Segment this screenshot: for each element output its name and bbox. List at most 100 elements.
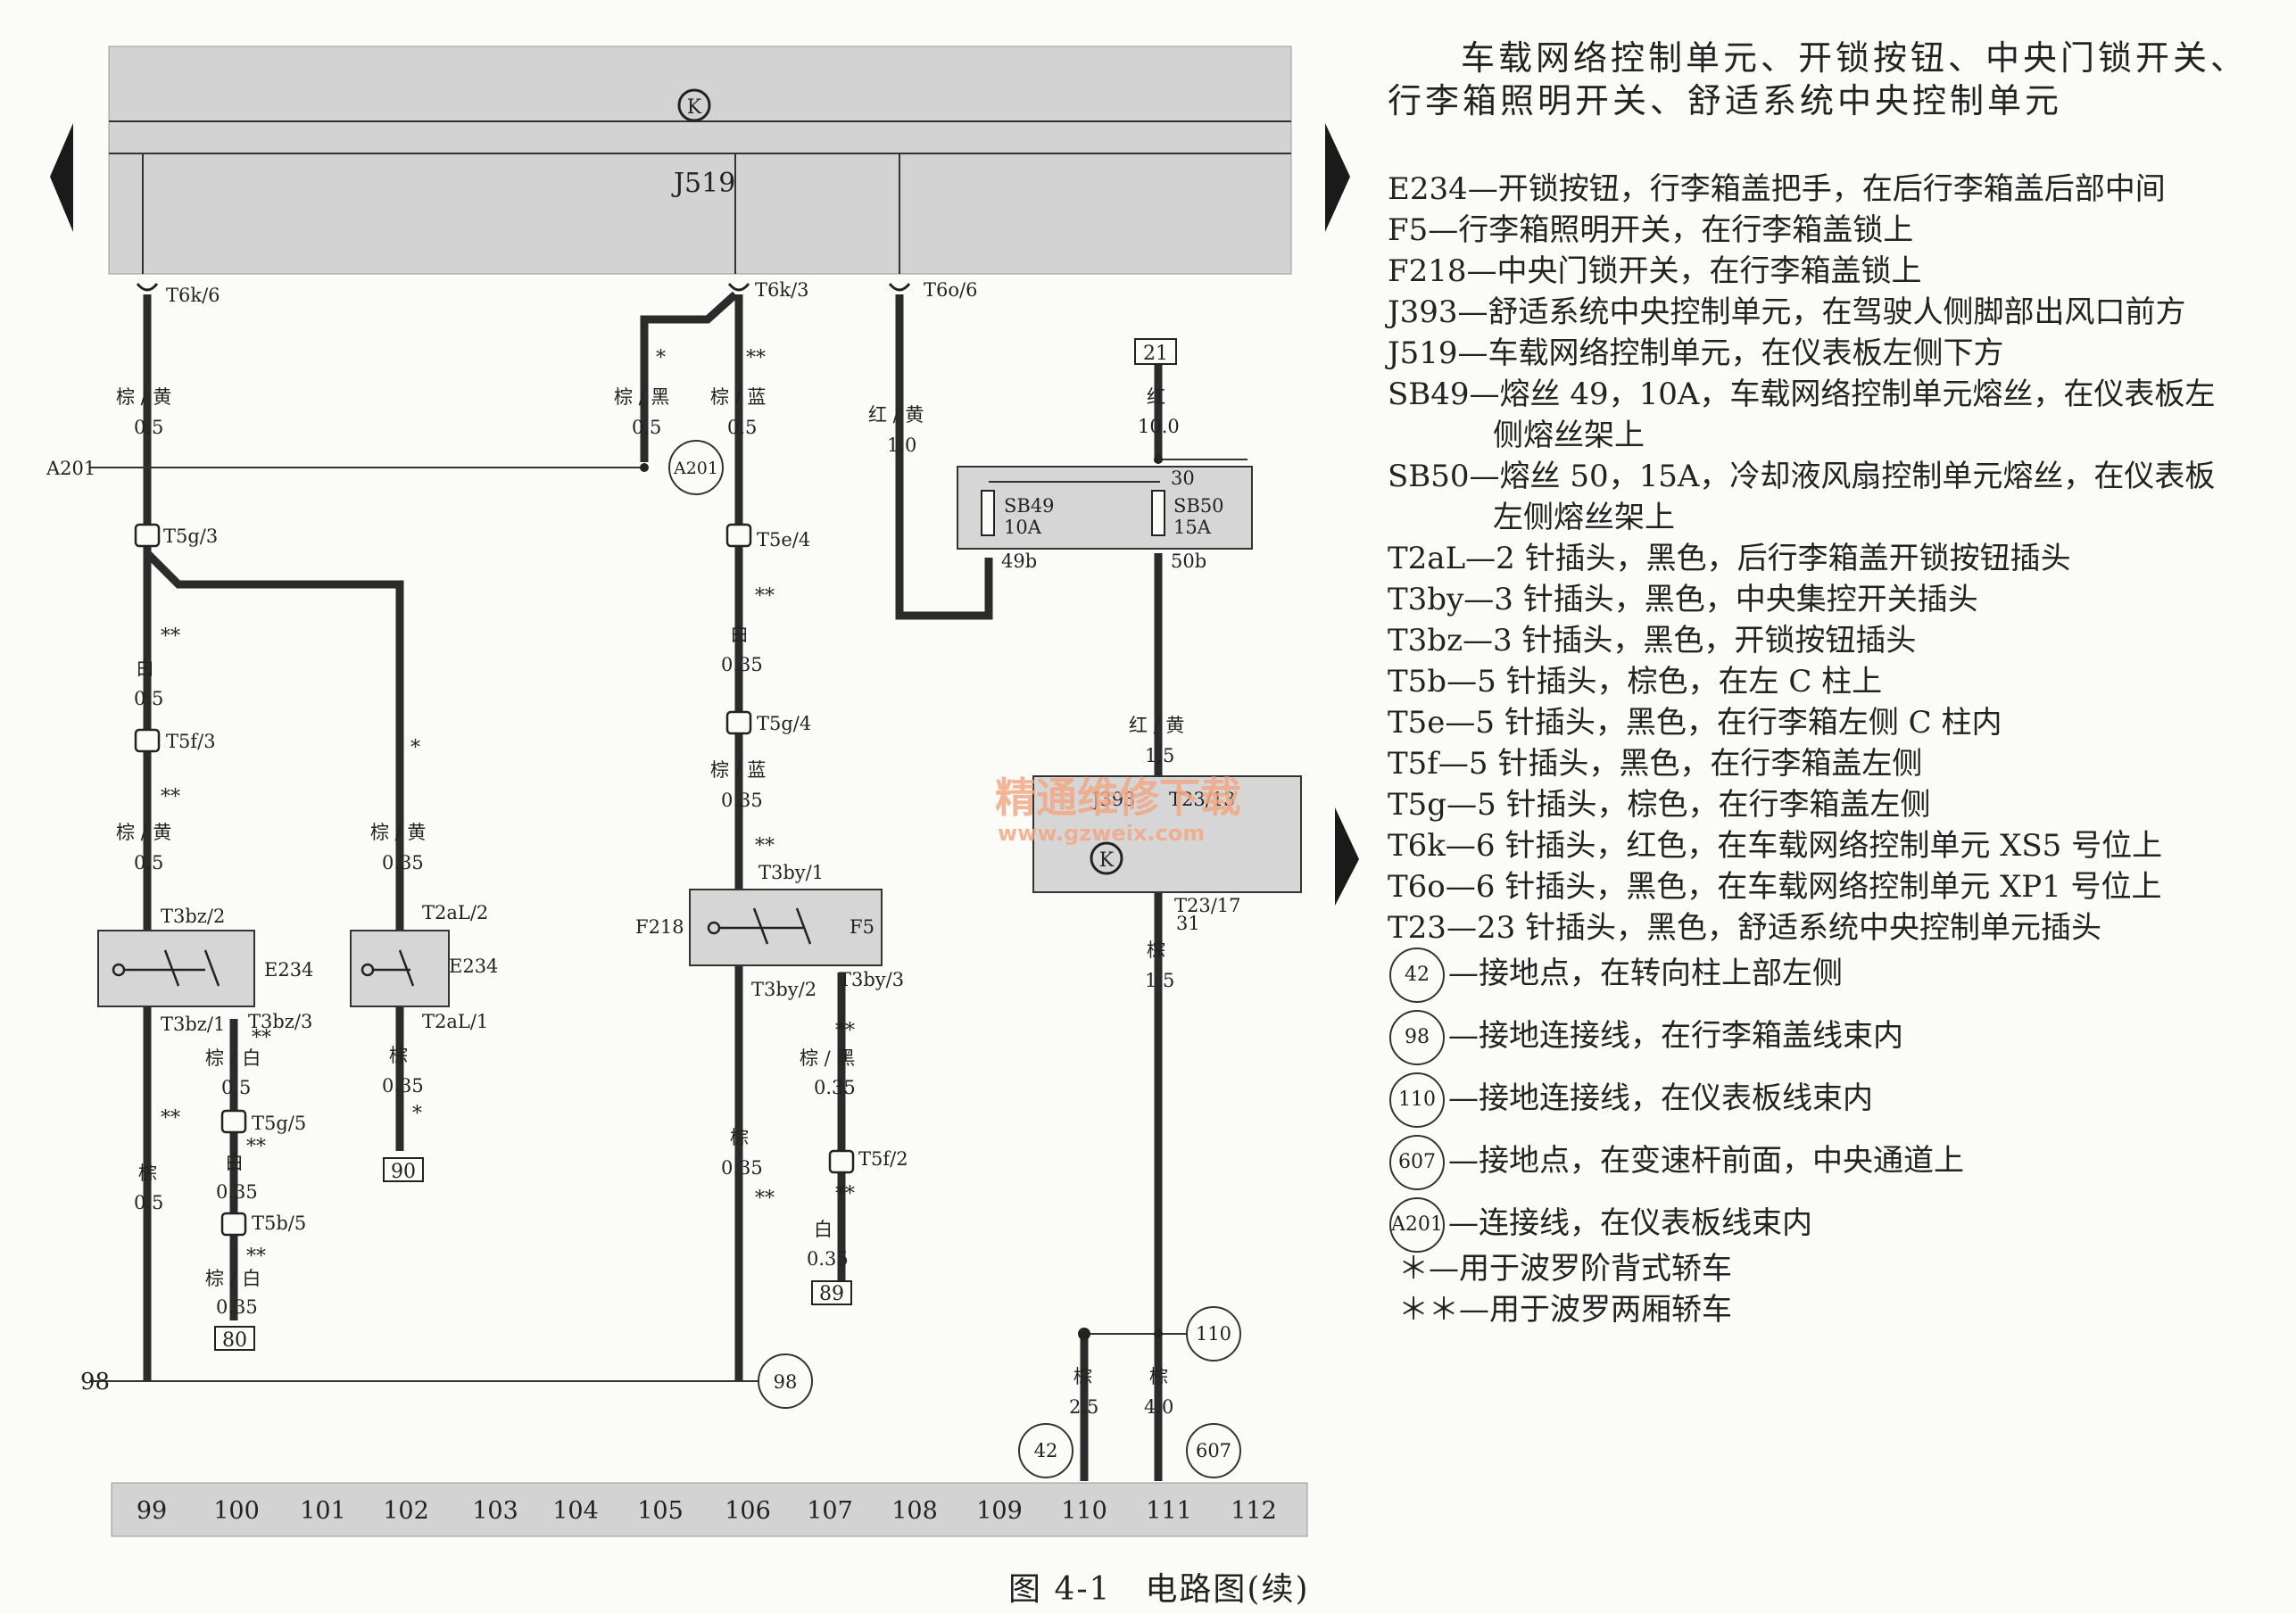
legend-item: J519—车载网络控制单元，在仪表板左侧下方 <box>1388 335 2004 371</box>
column-number: 101 <box>300 1497 346 1525</box>
legend-title-line2: 行李箱照明开关、舒适系统中央控制单元 <box>1388 81 2063 120</box>
legend-item: SB49—熔丝 49，10A，车载网络控制单元熔丝，在仪表板左 <box>1388 377 2216 412</box>
connector-t6k3: T6k/3 <box>755 279 809 301</box>
component-f5: F5 <box>850 916 874 938</box>
legend-item: T3by—3 针插头，黑色，中央集控开关插头 <box>1388 582 1978 617</box>
fuse-sb50: SB50 <box>1173 495 1224 517</box>
note-marker: ** <box>161 625 180 648</box>
ground-607: 607 <box>1196 1440 1231 1461</box>
connector-t6k6: T6k/6 <box>166 285 220 306</box>
legend-item: 侧熔丝架上 <box>1493 418 1645 453</box>
connector-t2al2: T2aL/2 <box>422 902 488 923</box>
note-marker: * <box>412 1103 422 1125</box>
wire-color: 棕 / 黄 <box>116 386 171 408</box>
wire-gauge: 10.0 <box>1138 416 1180 437</box>
fuse-sb49-rating: 10A <box>1004 517 1042 538</box>
column-number: 99 <box>137 1497 167 1525</box>
legend-ground-item: 110—接地连接线，在仪表板线束内 <box>1389 1072 1873 1128</box>
wire-color: 棕 <box>1073 1366 1092 1387</box>
column-number: 100 <box>213 1497 260 1525</box>
pin-49b: 49b <box>1001 550 1037 572</box>
unit-label: J519 <box>671 168 735 199</box>
pin-50b: 50b <box>1171 550 1206 572</box>
wire-gauge: 0.35 <box>814 1077 856 1098</box>
column-number: 104 <box>552 1497 599 1525</box>
unit-symbol-icon <box>1090 841 1123 875</box>
wire-gauge: 0.35 <box>216 1296 258 1318</box>
legend-ground-item: 607—接地点，在变速杆前面，中央通道上 <box>1389 1135 1964 1190</box>
legend-item: T5b—5 针插头，棕色，在左 C 柱上 <box>1388 664 1883 699</box>
wire-color: 棕 / 黄 <box>116 822 171 843</box>
switch-e234-left <box>97 930 255 1007</box>
note-marker: ** <box>246 1246 266 1268</box>
column-number: 106 <box>725 1497 771 1525</box>
prev-page-arrow-icon[interactable] <box>50 123 73 232</box>
ground-description: —接地点，在转向柱上部左侧 <box>1448 956 1843 991</box>
ground-description: —接地连接线，在仪表板线束内 <box>1448 1080 1873 1116</box>
wire-gauge: 0.5 <box>134 1192 163 1213</box>
note-marker: ** <box>835 1020 855 1042</box>
component-e234: E234 <box>264 959 313 981</box>
legend-item: F218—中央门锁开关，在行李箱盖锁上 <box>1388 253 1922 289</box>
j393-symbol: K <box>1099 849 1115 872</box>
ground-98-circle: 98 <box>774 1371 798 1393</box>
ref-box-21: 21 <box>1143 343 1168 365</box>
connector-t5g3: T5g/3 <box>163 526 218 547</box>
unit-symbol-icon <box>677 88 711 122</box>
wire-gauge: 1.5 <box>1145 970 1174 991</box>
connector-t5g5: T5g/5 <box>252 1113 306 1134</box>
wire-gauge: 0.5 <box>632 417 661 438</box>
ground-description: —接地点，在变速杆前面，中央通道上 <box>1448 1143 1964 1179</box>
note-marker: ** <box>835 1183 855 1205</box>
legend-ground-item: 98—接地连接线，在行李箱盖线束内 <box>1389 1010 1903 1065</box>
connector-t3by2: T3by/2 <box>751 979 816 1000</box>
continue-arrow-icon[interactable] <box>1335 807 1359 906</box>
wire-color: 棕 <box>1147 939 1165 961</box>
wire-gauge: 4.0 <box>1144 1396 1173 1418</box>
connector-t23-17: T23/17 <box>1174 895 1241 916</box>
connector-t5f2: T5f/2 <box>858 1148 908 1170</box>
column-number: 110 <box>1061 1497 1107 1525</box>
wire-color: 棕 / 白 <box>205 1268 261 1289</box>
next-page-arrow-icon[interactable] <box>1325 123 1350 232</box>
wire-gauge: 0.35 <box>721 1157 763 1179</box>
connector-t3by3: T3by/3 <box>839 969 904 990</box>
wire-gauge: 0.35 <box>721 654 763 675</box>
wire-color: 棕 <box>389 1045 408 1066</box>
ground-symbol: 110 <box>1389 1072 1445 1128</box>
component-f218: F218 <box>635 916 684 938</box>
wire-gauge: 0.35 <box>216 1181 258 1203</box>
legend-item: T6o—6 针插头，黑色，在车载网络控制单元 XP1 号位上 <box>1388 869 2162 905</box>
wire-color: 白 <box>225 1152 244 1173</box>
column-number: 112 <box>1231 1497 1277 1525</box>
switch-e234-right <box>350 930 450 1007</box>
column-number-bar <box>111 1482 1308 1537</box>
connector-t3bz3: T3bz/3 <box>248 1011 312 1032</box>
a201-label: A201 <box>46 458 95 479</box>
wire-gauge: 0.5 <box>134 688 163 709</box>
column-number: 102 <box>383 1497 429 1525</box>
connector-t3bz1: T3bz/1 <box>161 1014 225 1035</box>
legend-note: ＊—用于波罗阶背式轿车 <box>1398 1251 1732 1287</box>
column-number: 111 <box>1146 1497 1192 1525</box>
pin-31: 31 <box>1176 913 1200 934</box>
wire-color: 白 <box>136 658 154 679</box>
legend-item: J393—舒适系统中央控制单元，在驾驶人侧脚部出风口前方 <box>1388 294 2186 330</box>
legend-item: T5f—5 针插头，黑色，在行李箱盖左侧 <box>1388 746 1923 782</box>
column-number: 108 <box>891 1497 938 1525</box>
connector-t3bz2: T3bz/2 <box>161 906 225 927</box>
wire-color: 棕 <box>1149 1366 1168 1387</box>
note-marker: ** <box>246 1136 266 1158</box>
wire-gauge: 1.0 <box>887 435 916 456</box>
wire-col102 <box>144 550 404 1151</box>
legend-item: 左侧熔丝架上 <box>1493 500 1675 535</box>
wire-color: 棕 / 黑 <box>614 386 669 408</box>
column-number: 109 <box>976 1497 1023 1525</box>
column-number: 105 <box>637 1497 684 1525</box>
legend-title-line1: 车载网络控制单元、开锁按钮、中央门锁开关、 <box>1461 38 2249 78</box>
wire-color: 棕 / 蓝 <box>710 386 766 408</box>
ref-box-90: 90 <box>391 1161 416 1183</box>
legend-item: T3bz—3 针插头，黑色，开锁按钮插头 <box>1388 623 1917 658</box>
unit-symbol: K <box>687 96 702 119</box>
